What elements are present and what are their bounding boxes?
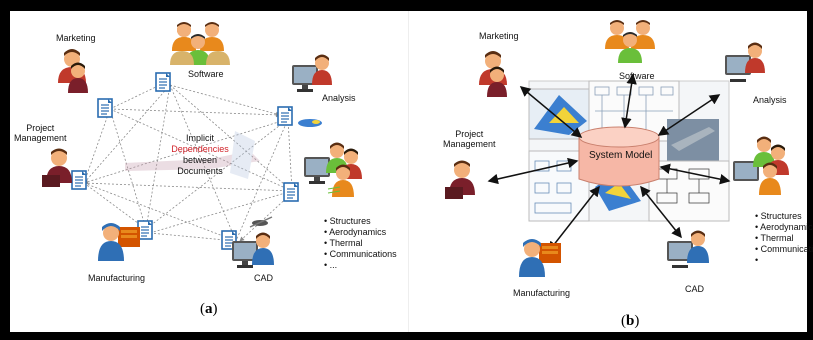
manufacturing-worker-icon: [519, 239, 561, 277]
bullet-item: • Communications: [324, 249, 397, 259]
bullet-list-a: • Structures • Aerodynamics • Thermal • …: [324, 216, 397, 271]
label-marketing: Marketing: [56, 33, 96, 43]
system-model-cylinder: [578, 126, 660, 187]
label-software: Software: [619, 71, 655, 81]
doc-manufacturing-icon: [137, 220, 153, 240]
system-model-label: System Model: [589, 150, 653, 161]
bullet-item: • ...: [324, 260, 338, 270]
cad-workstation-icon: [667, 230, 709, 268]
figure-canvas: Marketing Software Analysis Project Mana…: [10, 11, 813, 332]
center-line-3: between: [182, 155, 218, 165]
analysis-workstation-icon: [292, 54, 332, 92]
model-arrows: [487, 73, 731, 253]
software-people-icon: [170, 22, 230, 65]
panel-b-graphics: [445, 20, 789, 277]
manufacturing-worker-icon: [98, 223, 140, 261]
project-management-person-icon: [445, 160, 475, 199]
implicit-dependencies-text: Implicit Dependencies between Documents: [160, 133, 240, 177]
panel-b: Marketing Software Analysis Project Mana…: [408, 11, 813, 332]
bullet-list-b: • Structures • Aerodynamics • Thermal • …: [755, 211, 813, 266]
software-people-icon: [605, 20, 655, 63]
antenna-image: [327, 186, 341, 194]
bullet-item: • Structures: [324, 216, 371, 226]
doc-pm-icon: [71, 170, 87, 190]
label-project-management: Project Management: [443, 129, 496, 150]
doc-engineering-icon: [283, 182, 299, 202]
marketing-person-icon: [58, 49, 88, 93]
panel-a-graphics: [42, 22, 362, 268]
analysis-workstation-icon: [725, 42, 765, 82]
center-line-4: Documents: [177, 166, 223, 176]
label-project-management: Project Management: [14, 123, 67, 144]
cad-part-image: [249, 216, 273, 228]
center-line-2: Dependencies: [171, 144, 229, 154]
engineering-team-icon: [304, 142, 362, 197]
label-analysis: Analysis: [322, 93, 356, 103]
dependency-lines: [83, 84, 293, 244]
bullet-item: • Aerodynamics: [324, 227, 387, 237]
label-cad: CAD: [254, 273, 274, 283]
bullet-item: • Thermal: [755, 233, 794, 243]
label-cad: CAD: [685, 284, 705, 294]
label-analysis: Analysis: [753, 95, 787, 105]
center-faint-image: [125, 131, 260, 179]
label-marketing: Marketing: [479, 31, 519, 41]
doc-analysis-icon: [277, 106, 293, 126]
doc-software-icon: [155, 72, 171, 92]
analysis-fluid-image: [298, 119, 322, 127]
cad-workstation-icon: [232, 232, 274, 268]
bullet-item: •: [755, 255, 759, 265]
engineering-team-icon: [733, 136, 789, 195]
label-software: Software: [188, 69, 224, 79]
project-management-person-icon: [42, 148, 72, 187]
doc-marketing-icon: [97, 98, 113, 118]
panel-a: Marketing Software Analysis Project Mana…: [10, 11, 408, 332]
bullet-item: • Thermal: [324, 238, 363, 248]
bullet-item: • Aerodynamics: [755, 222, 813, 232]
label-manufacturing: Manufacturing: [88, 273, 146, 283]
label-manufacturing: Manufacturing: [513, 288, 571, 298]
bullet-item: • Communications: [755, 244, 813, 254]
caption-b: (b): [621, 313, 640, 329]
marketing-person-icon: [479, 51, 507, 97]
caption-a: (a): [200, 301, 218, 317]
center-line-1: Implicit: [185, 133, 214, 143]
bullet-item: • Structures: [755, 211, 802, 221]
